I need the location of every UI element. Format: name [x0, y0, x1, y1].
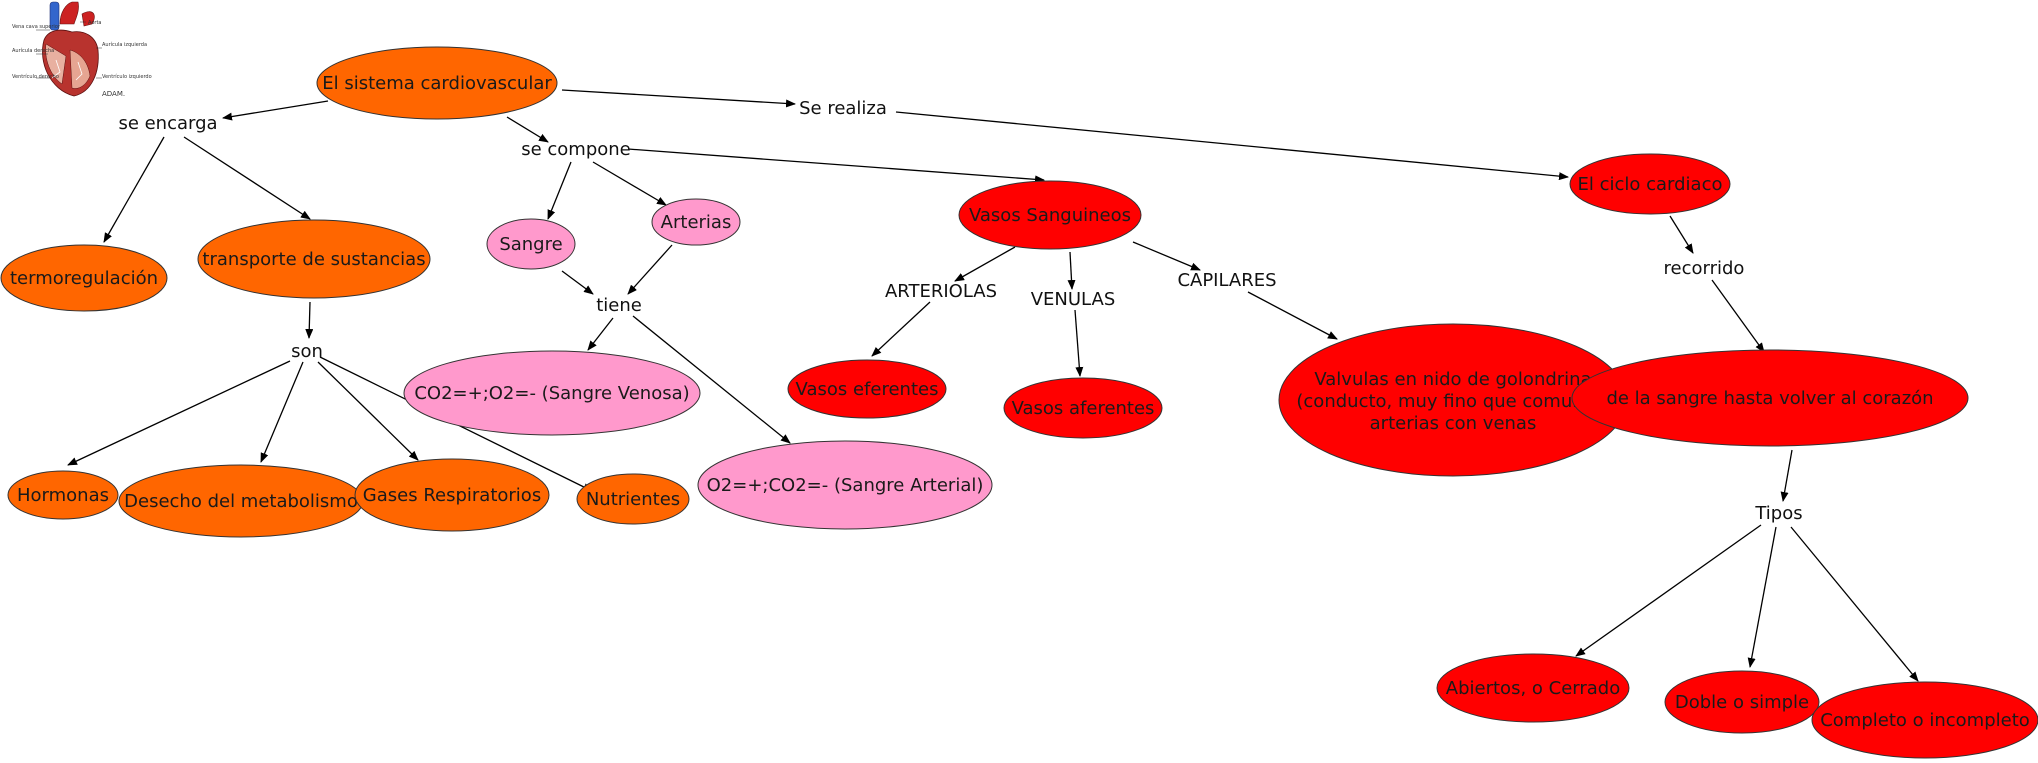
node-label: Vasos eferentes	[796, 379, 939, 400]
node-label: Desecho del metabolismo	[124, 491, 358, 512]
edge-sangre-tiene	[561, 270, 594, 295]
node-label: Doble o simple	[1675, 692, 1809, 713]
edge-transporte-son	[305, 301, 314, 339]
heart-label-ventriculo-derecho: Ventrículo derecho	[12, 73, 59, 80]
link-recorrido: recorrido	[1664, 258, 1745, 279]
node-sangre-arterial[interactable]: O2=+;CO2=- (Sangre Arterial)	[697, 440, 993, 530]
node-label: de la sangre hasta volver al corazón	[1606, 388, 1933, 409]
concept-nodes: El sistema cardiovascular termoregulació…	[0, 46, 2038, 759]
edge-vasos-arteriolas	[954, 246, 1016, 282]
node-termorregulacion[interactable]: termoregulación	[0, 244, 168, 312]
node-label: Vasos aferentes	[1012, 398, 1155, 419]
edge-secompone-arterias	[592, 161, 667, 206]
node-sistema-cardiovascular[interactable]: El sistema cardiovascular	[316, 46, 558, 120]
edge-venulas-aferentes	[1074, 309, 1084, 377]
node-vasos-eferentes[interactable]: Vasos eferentes	[787, 359, 947, 419]
edge-ciclo-recorrido	[1669, 215, 1694, 254]
edge-recorrido-sangre	[1711, 279, 1765, 353]
edge-tiene-venosa	[587, 317, 614, 351]
node-label: Gases Respiratorios	[363, 485, 541, 506]
node-valvulas[interactable]: Valvulas en nido de golondrina (conducto…	[1278, 323, 1628, 477]
link-capilares: CAPILARES	[1177, 270, 1276, 291]
node-nutrientes[interactable]: Nutrientes	[576, 473, 690, 525]
heart-label-ventriculo-izquierdo: Ventrículo izquierdo	[102, 73, 152, 80]
connections	[67, 89, 1919, 682]
node-vasos-sanguineos[interactable]: Vasos Sanguineos	[958, 180, 1142, 250]
node-label: Abiertos, o Cerrado	[1446, 678, 1620, 699]
edge-sistema-secompone	[506, 116, 549, 143]
node-label: transporte de sustancias	[202, 249, 425, 270]
edge-son-desecho	[260, 361, 304, 463]
edge-son-hormonas	[67, 360, 291, 466]
node-hormonas[interactable]: Hormonas	[7, 470, 119, 520]
edge-sistema-seencarga	[222, 100, 329, 121]
heart-illustration: Vena cava superior Aorta Aurícula derech…	[12, 1, 152, 98]
edge-son-gases	[317, 361, 419, 461]
heart-label-vena-cava: Vena cava superior	[12, 24, 61, 30]
node-desecho-metabolismo[interactable]: Desecho del metabolismo	[118, 464, 364, 538]
edge-tipos-abiertos	[1575, 524, 1762, 657]
node-label: Arterias	[661, 212, 732, 233]
edge-vasos-capilares	[1132, 241, 1201, 271]
node-recorrido-sangre[interactable]: de la sangre hasta volver al corazón	[1571, 349, 1969, 447]
heart-label-auricula-derecha: Aurícula derecha	[12, 47, 54, 54]
heart-anatomy-icon	[42, 1, 99, 97]
heart-label-aorta: Aorta	[88, 20, 101, 26]
node-arterias[interactable]: Arterias	[651, 198, 741, 246]
node-label: El ciclo cardiaco	[1577, 174, 1722, 195]
node-completo-incompleto[interactable]: Completo o incompleto	[1811, 681, 2038, 759]
node-label: termoregulación	[10, 268, 158, 289]
edge-secompone-sangre	[547, 161, 572, 220]
edge-arterias-tiene	[627, 244, 673, 295]
edge-seencarga-transporte	[183, 136, 311, 220]
node-label: O2=+;CO2=- (Sangre Arterial)	[707, 475, 984, 496]
edge-serealiza-ciclo	[895, 111, 1569, 181]
edge-tipos-completo	[1790, 526, 1919, 682]
edge-sangre-tipos	[1780, 449, 1793, 502]
link-tiene: tiene	[596, 295, 642, 316]
node-label: Completo o incompleto	[1820, 710, 2030, 731]
link-se-realiza: Se realiza	[799, 98, 887, 119]
node-label: Nutrientes	[586, 489, 680, 510]
node-label-line-2: (conducto, muy fino que comuican	[1296, 391, 1609, 412]
node-label: Vasos Sanguineos	[969, 205, 1131, 226]
edge-capilares-valvulas	[1247, 291, 1338, 340]
node-sangre-venosa[interactable]: CO2=+;O2=- (Sangre Venosa)	[403, 350, 701, 436]
node-vasos-aferentes[interactable]: Vasos aferentes	[1003, 377, 1163, 439]
edge-secompone-vasos	[627, 148, 1045, 184]
node-label: CO2=+;O2=- (Sangre Venosa)	[414, 383, 689, 404]
node-label: Sangre	[499, 234, 562, 255]
edge-arteriolas-eferentes	[871, 301, 931, 357]
node-doble-simple[interactable]: Doble o simple	[1664, 670, 1820, 734]
node-label-line-1: Valvulas en nido de golondrina	[1314, 369, 1591, 390]
node-sangre[interactable]: Sangre	[486, 218, 576, 270]
heart-label-auricula-izquierda: Aurícula izquierda	[102, 41, 147, 48]
node-abiertos-cerrado[interactable]: Abiertos, o Cerrado	[1436, 653, 1630, 723]
node-label: Hormonas	[17, 485, 109, 506]
node-label-line-3: arterias con venas	[1370, 413, 1537, 434]
link-se-compone: se compone	[521, 139, 631, 160]
link-venulas: VENULAS	[1031, 289, 1116, 310]
node-ciclo-cardiaco[interactable]: El ciclo cardiaco	[1569, 153, 1731, 215]
edge-seencarga-termo	[103, 136, 165, 243]
link-labels: se encarga se compone Se realiza son tie…	[118, 98, 1802, 524]
node-gases-respiratorios[interactable]: Gases Respiratorios	[354, 458, 550, 532]
link-arteriolas: ARTERIOLAS	[885, 281, 997, 302]
node-label: El sistema cardiovascular	[322, 73, 552, 94]
edge-tiene-arterial	[632, 315, 791, 444]
edge-tipos-doble	[1747, 526, 1777, 668]
node-transporte-sustancias[interactable]: transporte de sustancias	[197, 219, 431, 299]
edge-vasos-venulas	[1067, 251, 1076, 290]
edge-sistema-serealiza	[561, 89, 796, 108]
link-son: son	[291, 341, 323, 362]
link-tipos: Tipos	[1754, 503, 1802, 524]
heart-label-adam: ADAM.	[102, 90, 125, 98]
link-se-encarga: se encarga	[118, 113, 217, 134]
